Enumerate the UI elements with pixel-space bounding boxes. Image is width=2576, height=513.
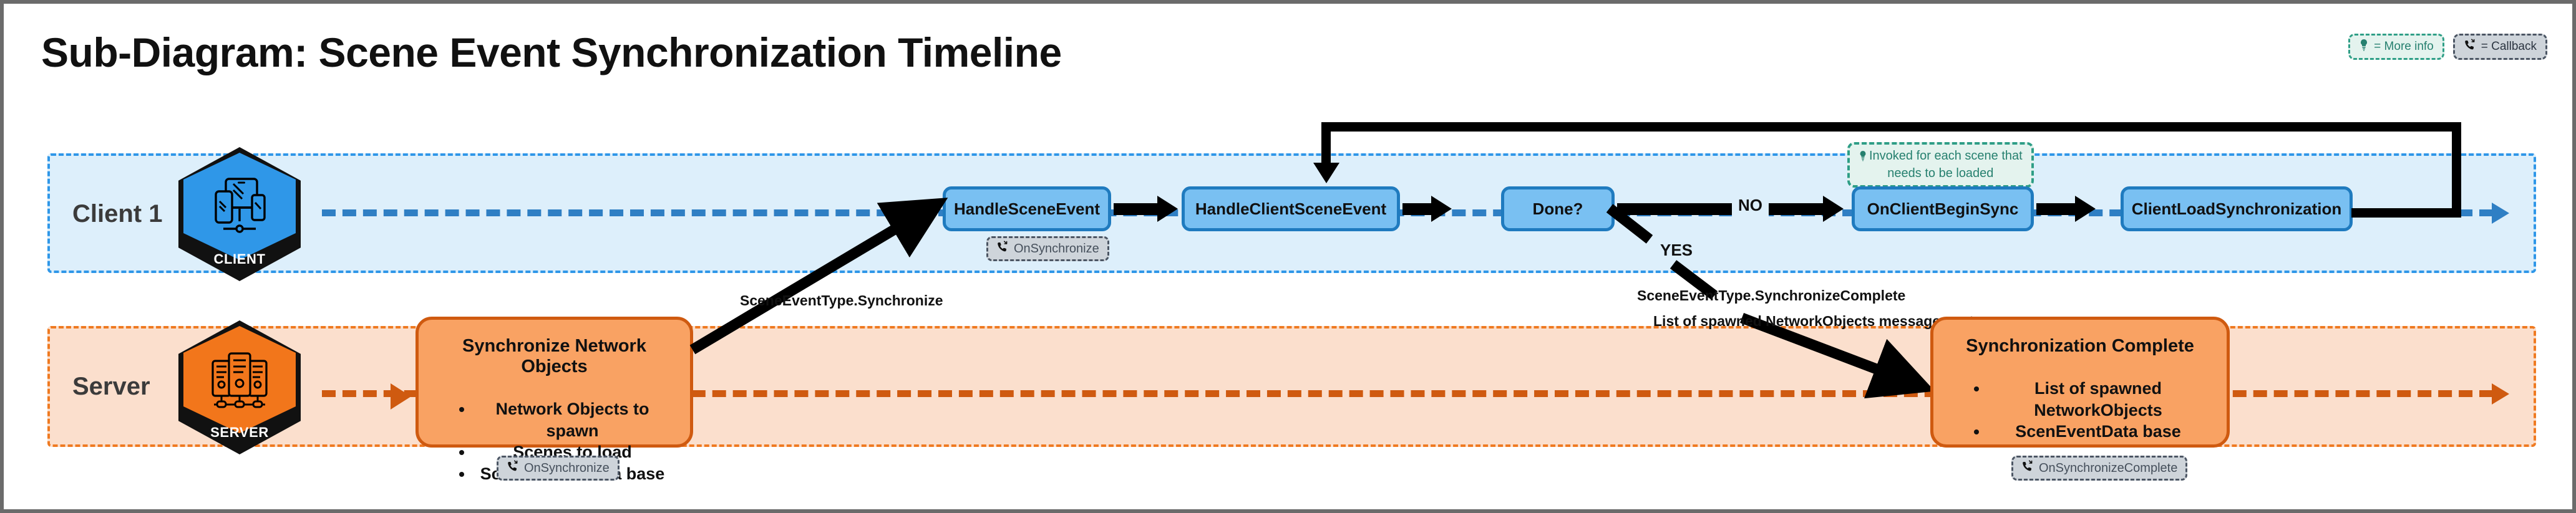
server-avatar-badge: SERVER <box>178 320 301 454</box>
phone-callback-icon <box>2464 39 2476 55</box>
info-tooltip-onclientbeginsync: Invoked for each scene that needs to be … <box>1847 142 2034 188</box>
edge-label-synchronize-complete: SceneEventType.SynchronizeComplete <box>1637 287 1906 304</box>
node-synchronization-complete[interactable]: Synchronization Complete List of spawned… <box>1930 317 2230 448</box>
node-on-client-begin-sync[interactable]: OnClientBeginSync <box>1852 186 2034 231</box>
swimlane-server-label: Server <box>72 373 150 400</box>
info-tooltip-line1: Invoked for each scene that <box>1869 149 2023 163</box>
list-item: Network Objects to spawn <box>474 398 671 441</box>
callback-badge-onsynchronize-client[interactable]: OnSynchronize <box>986 236 1109 261</box>
page-title: Sub-Diagram: Scene Event Synchronization… <box>41 29 1062 75</box>
connector-arrowhead <box>2075 196 2096 222</box>
legend-callback: = Callback <box>2452 34 2547 60</box>
loopback-segment-top <box>1321 122 2461 132</box>
list-item: ScenEventData base <box>1988 421 2208 443</box>
legend-more-info: = More info <box>2348 34 2444 60</box>
connector-line <box>2036 203 2075 215</box>
client-timeline-arrowhead <box>2492 203 2509 224</box>
edge-label-yes: YES <box>1660 241 1693 259</box>
node-label: Done? <box>1532 199 1583 218</box>
node-client-load-synchronization[interactable]: ClientLoadSynchronization <box>2121 186 2353 231</box>
edge-label-spawned-message: List of spawned NetworkObjects message s… <box>1653 313 1974 329</box>
swimlane-client-label: Client 1 <box>72 200 163 228</box>
callback-label: OnSynchronizeComplete <box>2039 461 2178 475</box>
lightbulb-icon <box>2359 39 2369 55</box>
callback-badge-onsynchronize-server[interactable]: OnSynchronize <box>497 456 620 481</box>
node-handle-client-scene-event[interactable]: HandleClientSceneEvent <box>1182 186 1400 231</box>
connector-arrowhead <box>1431 196 1452 222</box>
server-badge-label: SERVER <box>210 424 269 440</box>
server-timeline <box>322 390 2493 397</box>
callback-label: OnSynchronize <box>524 461 610 475</box>
edge-label-no: NO <box>1732 194 1769 216</box>
client-avatar-badge: CLIENT <box>178 147 301 281</box>
legend-callback-label: = Callback <box>2481 40 2537 53</box>
connector-arrowhead <box>1823 196 1844 222</box>
node-done-decision[interactable]: Done? <box>1501 186 1615 231</box>
loopback-segment-right <box>2351 208 2461 218</box>
legend-more-info-label: = More info <box>2374 40 2434 53</box>
node-label: HandleClientSceneEvent <box>1195 199 1387 218</box>
node-title: Synchronize Network Objects <box>462 336 646 376</box>
connector-line-no <box>1617 203 1823 215</box>
loopback-arrowhead <box>1313 163 1339 183</box>
node-handle-scene-event[interactable]: HandleSceneEvent <box>943 186 1111 231</box>
server-timeline-arrowhead <box>2492 383 2509 405</box>
callback-badge-onsynchronizecomplete[interactable]: OnSynchronizeComplete <box>2011 456 2188 481</box>
node-title: Synchronization Complete <box>1966 336 2194 356</box>
node-label: ClientLoadSynchronization <box>2131 199 2342 218</box>
client-badge-label: CLIENT <box>213 251 266 267</box>
node-label: OnClientBeginSync <box>1867 199 2019 218</box>
server-entry-arrowhead <box>391 383 411 410</box>
node-label: HandleSceneEvent <box>953 199 1101 218</box>
connector-line <box>1402 203 1431 215</box>
connector-arrowhead <box>1157 196 1178 222</box>
phone-callback-icon <box>2021 460 2034 476</box>
phone-callback-icon <box>996 241 1009 257</box>
node-bullet-list: List of spawned NetworkObjects ScenEvent… <box>1963 378 2208 443</box>
node-synchronize-network-objects[interactable]: Synchronize Network Objects Network Obje… <box>416 317 693 483</box>
connector-yes-diagonal <box>1606 204 1935 399</box>
server-rack-icon <box>183 326 296 433</box>
info-tooltip-line2: needs to be loaded <box>1887 166 1994 180</box>
list-item: List of spawned NetworkObjects <box>1988 378 2208 421</box>
connector-line <box>1114 203 1157 215</box>
legend: = More info = Callback <box>2348 34 2547 60</box>
loopback-segment-up <box>2452 122 2461 216</box>
lightbulb-icon <box>1859 150 1867 166</box>
connector-synchronize-diagonal <box>689 198 948 355</box>
phone-callback-icon <box>507 460 519 476</box>
loopback-segment-down <box>1321 126 1331 165</box>
callback-label: OnSynchronize <box>1014 241 1099 256</box>
edge-label-synchronize: SceneEventType.Synchronize <box>740 292 943 309</box>
